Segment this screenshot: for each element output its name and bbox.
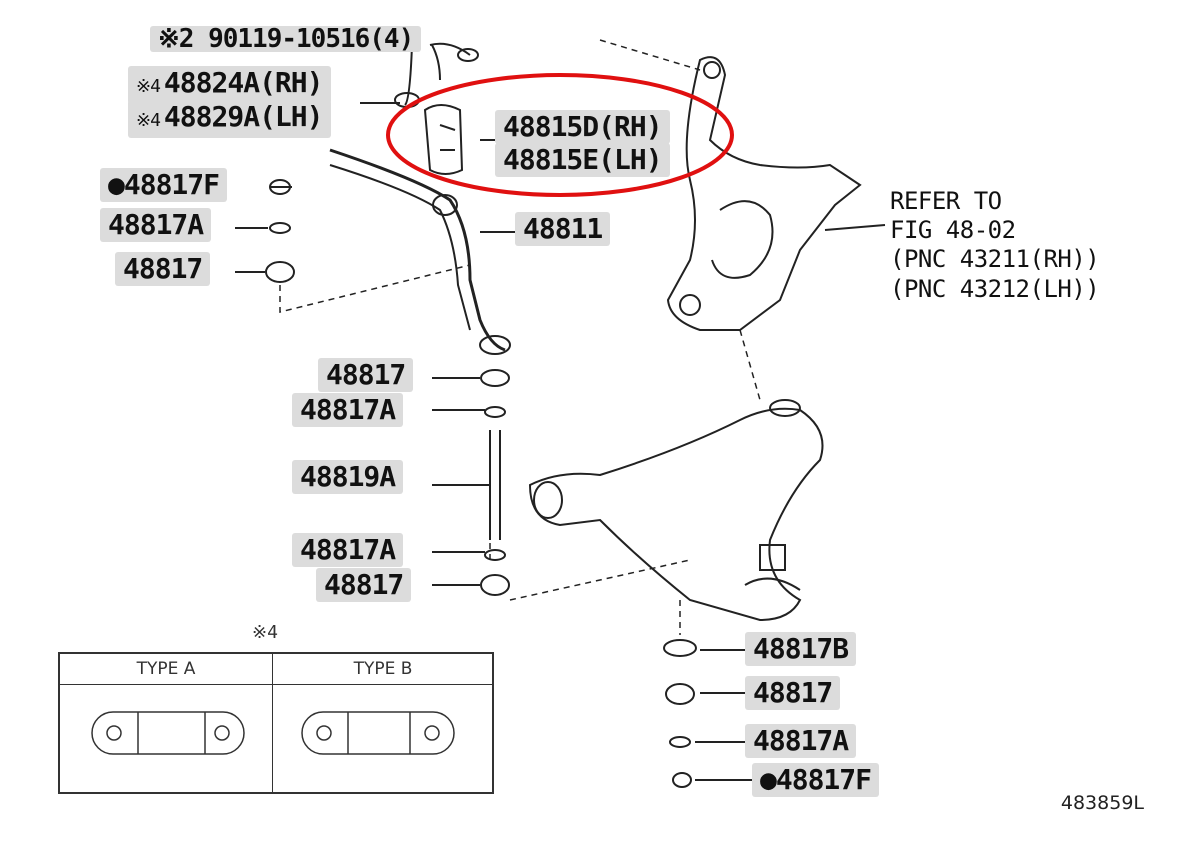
stabilizer-link [489,430,501,540]
label-lower-retainer: 48817A [745,724,857,758]
refer-line-1: REFER TO [890,187,1002,215]
type-a-bracket [91,711,245,755]
label-bolt-cut: ※2 90119-10516(4) [150,26,422,52]
bracket [404,42,471,106]
refer-line-4: (PNC 43212(LH)) [890,275,1100,303]
diagram-code: 483859L [1060,792,1144,814]
refer-line-2: FIG 48-02 [890,216,1016,244]
label-link-cushion-1: 48817 [318,358,414,392]
label-nut-f-top: ●48817F [100,168,228,202]
label-retainer-a-top: 48817A [100,208,212,242]
bushing [423,104,464,175]
type-a-header: TYPE A [136,659,196,679]
label-cushion-top: 48817 [115,252,211,286]
label-stabilizer-bar: 48811 [515,212,611,246]
type-table: TYPE A TYPE B [58,652,494,794]
label-lower-nut-f: ●48817F [752,763,880,797]
label-link-rod: 48819A [292,460,404,494]
label-lower-b: 48817B [745,632,857,666]
type-b-header: TYPE B [353,659,413,679]
label-bushing-lh: 48815E(LH) [495,143,670,177]
refer-line-3: (PNC 43211(RH)) [890,245,1100,273]
highlight-ellipse [386,73,734,197]
stabilizer-bar [329,148,506,352]
label-bushing-rh: 48815D(RH) [495,110,670,144]
label-link-cushion-2: 48817 [316,568,412,602]
table-mark: ※4 [252,622,278,643]
type-b-bracket [301,711,455,755]
label-link-retainer-1: 48817A [292,393,404,427]
label-link-retainer-2: 48817A [292,533,404,567]
lower-control-arm [528,407,824,622]
label-lower-cushion: 48817 [745,676,841,710]
bracket-type-drawings [91,711,455,755]
